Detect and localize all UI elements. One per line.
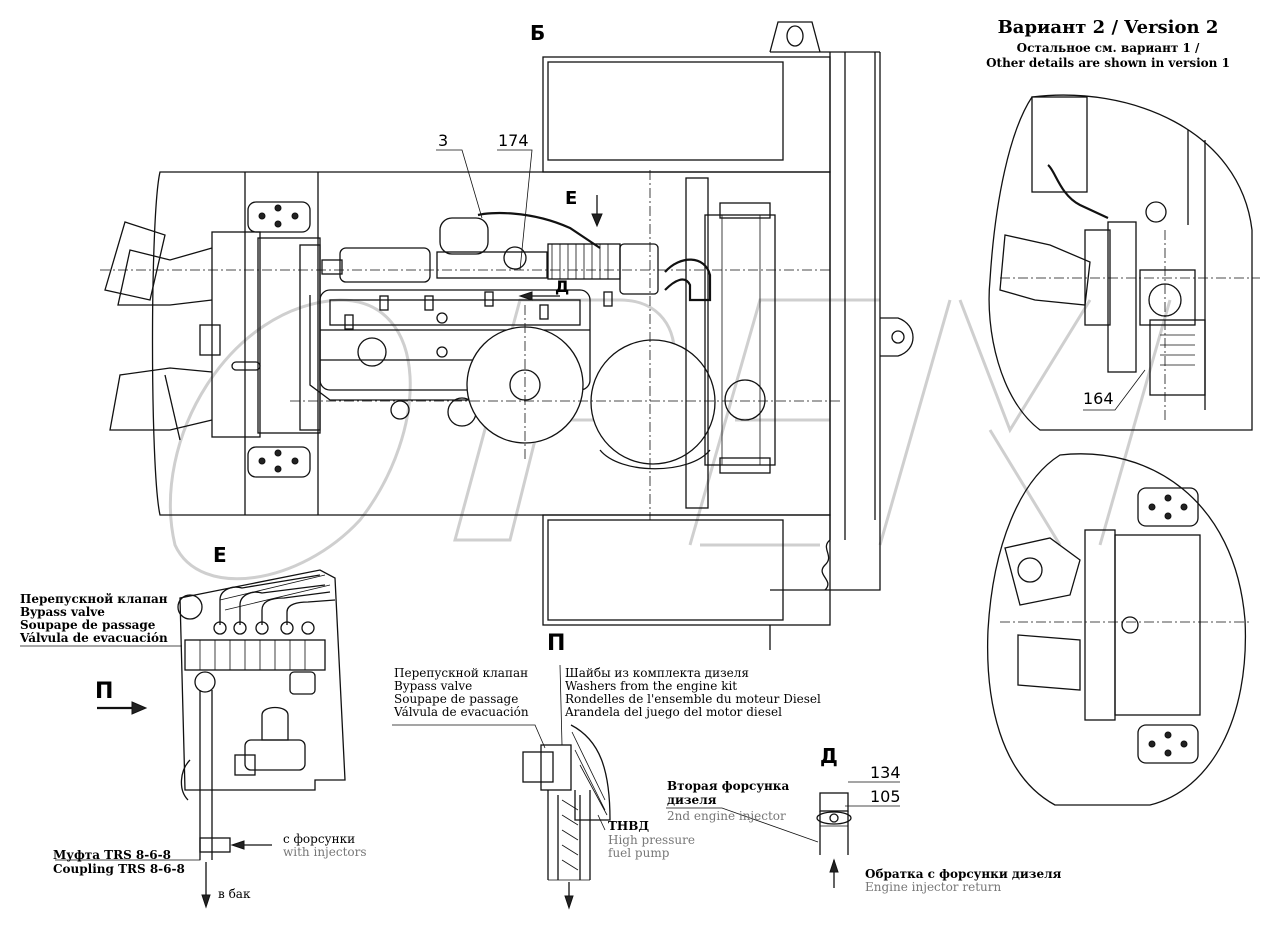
callout-3: 3 <box>438 131 448 150</box>
callout-134: 134 <box>870 763 901 782</box>
view-label-e: Е <box>213 543 227 567</box>
injector-return-en: Engine injector return <box>865 880 1001 894</box>
main-engine-top-view <box>100 21 914 650</box>
bypass-left-ru: Перепускной клапан <box>20 592 168 606</box>
view-p-detail <box>392 664 611 910</box>
bypass-mid-es: Válvula de evacuación <box>393 705 529 719</box>
variant-title: Вариант 2 / Version 2 <box>998 17 1219 38</box>
hp-pump-en1: High pressure <box>608 833 695 847</box>
view-label-e-main: Е <box>565 188 577 209</box>
washers-fr: Rondelles de l'ensemble du moteur Diesel <box>565 692 821 706</box>
bypass-mid-ru: Перепускной клапан <box>394 666 528 680</box>
view-e-detail <box>20 569 346 909</box>
watermark-logo <box>169 298 1172 581</box>
washers-en: Washers from the engine kit <box>565 679 737 693</box>
variant-note-ru: Остальное см. вариант 1 / <box>1017 41 1200 55</box>
view-label-p-arrow: П <box>95 679 113 704</box>
view-label-d: Д <box>820 744 838 768</box>
variant2-detail-upper <box>988 94 1260 431</box>
hp-pump-ru: ТНВД <box>608 819 649 833</box>
pulley-right <box>590 339 716 465</box>
from-injectors-en: with injectors <box>283 845 367 859</box>
injector-row <box>344 291 613 330</box>
view-label-d-main: Д <box>555 277 569 296</box>
washers-es: Arandela del juego del motor diesel <box>564 705 782 719</box>
bypass-left-en: Bypass valve <box>20 605 105 619</box>
callout-164: 164 <box>1083 389 1114 408</box>
callout-105: 105 <box>870 787 901 806</box>
from-injectors-ru: с форсунки <box>283 832 355 846</box>
variant-note-en: Other details are shown in version 1 <box>986 56 1230 70</box>
callout-174: 174 <box>498 131 529 150</box>
bypass-mid-fr: Soupape de passage <box>394 692 518 706</box>
coupling-ru: Муфта TRS 8-6-8 <box>53 848 171 862</box>
to-tank-label: в бак <box>218 887 251 901</box>
second-injector-ru1: Вторая форсунка <box>667 779 789 793</box>
bypass-mid-en: Bypass valve <box>394 679 472 693</box>
bypass-left-fr: Soupape de passage <box>20 618 156 632</box>
hp-pump-en2: fuel pump <box>608 846 670 860</box>
second-injector-en: 2nd engine injector <box>667 809 786 823</box>
injector-return-ru: Обратка с форсунки дизеля <box>865 867 1062 881</box>
view-label-p: П <box>547 631 565 656</box>
coupling-en: Coupling TRS 8-6-8 <box>53 862 185 876</box>
washers-ru: Шайбы из комплекта дизеля <box>565 666 749 680</box>
second-injector-ru2: дизеля <box>667 793 717 807</box>
view-d-detail <box>666 781 900 888</box>
bypass-left-es: Válvula de evacuación <box>19 631 168 645</box>
view-label-b: Б <box>530 21 545 45</box>
variant2-detail-lower <box>986 453 1250 806</box>
